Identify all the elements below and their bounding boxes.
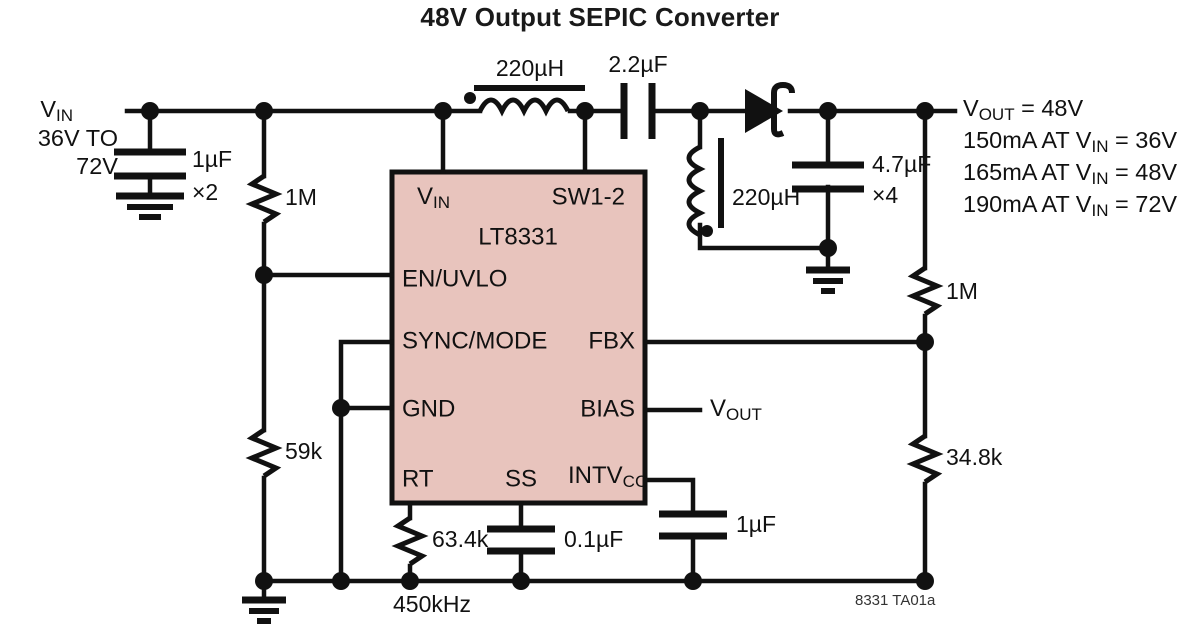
pin-label-fbx: FBX — [588, 327, 635, 354]
vin-source-label: VIN — [40, 96, 73, 125]
output-spec-line4: 190mA AT VIN = 72V — [963, 191, 1177, 220]
capacitor-ss[interactable] — [487, 525, 555, 555]
pin-label-sw: SW1-2 — [552, 183, 625, 210]
junction-dots — [141, 102, 934, 590]
capacitor-output[interactable] — [792, 161, 864, 193]
resistor-uvlo-top-value: 1M — [285, 184, 317, 210]
capacitor-intvcc[interactable] — [659, 510, 727, 540]
pin-label-ss: SS — [505, 465, 537, 492]
switching-frequency-label: 450kHz — [393, 591, 471, 617]
resistor-feedback-bottom-value: 34.8k — [946, 444, 1003, 470]
input-capacitor[interactable] — [114, 148, 186, 220]
pin-label-gnd: GND — [402, 395, 455, 422]
resistor-uvlo-bottom[interactable] — [245, 427, 283, 479]
capacitor-coupling-value: 2.2µF — [608, 51, 667, 77]
inductor-secondary-dot — [701, 225, 713, 237]
vin-range-line1: 36V TO — [38, 125, 118, 151]
capacitor-coupling[interactable] — [620, 83, 656, 139]
pin-label-bias: BIAS — [580, 395, 635, 422]
resistor-feedback-top[interactable] — [906, 265, 944, 317]
resistor-uvlo-bottom-value: 59k — [285, 438, 323, 464]
inductor-secondary-value: 220µH — [732, 184, 800, 210]
input-cap-qty: ×2 — [192, 179, 218, 205]
input-cap-value: 1µF — [192, 146, 232, 172]
figure-title: 48V Output SEPIC Converter — [420, 2, 780, 32]
chip-part-number: LT8331 — [478, 223, 558, 250]
resistor-feedback-top-value: 1M — [946, 278, 978, 304]
vin-range-line2: 72V — [76, 153, 118, 179]
output-spec-line3: 165mA AT VIN = 48V — [963, 159, 1177, 188]
inductor-secondary[interactable] — [686, 138, 724, 238]
pin-label-rt: RT — [402, 465, 434, 492]
schottky-diode[interactable] — [745, 81, 795, 138]
figure-credit: 8331 TA01a — [855, 592, 936, 609]
resistor-feedback-bottom[interactable] — [906, 433, 944, 485]
inductor-primary[interactable] — [464, 85, 585, 117]
pin-label-sync-mode: SYNC/MODE — [402, 327, 547, 354]
output-spec-line2: 150mA AT VIN = 36V — [963, 127, 1177, 156]
lt8331-chip-body[interactable] — [389, 169, 648, 506]
pin-label-intvcc: INTVCC — [568, 462, 647, 491]
bias-net-label: VOUT — [710, 395, 762, 424]
pin-label-vin: VIN — [417, 183, 450, 212]
capacitor-ss-value: 0.1µF — [564, 526, 623, 552]
output-spec-line1: VOUT = 48V — [963, 95, 1083, 124]
pin-label-en-uvlo: EN/UVLO — [402, 265, 507, 292]
resistor-rt-value: 63.4k — [432, 526, 489, 552]
resistor-rt[interactable] — [391, 515, 429, 567]
resistor-uvlo-top[interactable] — [245, 173, 283, 225]
capacitor-output-qty: ×4 — [872, 182, 898, 208]
inductor-primary-dot — [464, 92, 476, 104]
inductor-primary-value: 220µH — [496, 55, 564, 81]
capacitor-output-value: 4.7µF — [872, 151, 931, 177]
capacitor-intvcc-value: 1µF — [736, 511, 776, 537]
